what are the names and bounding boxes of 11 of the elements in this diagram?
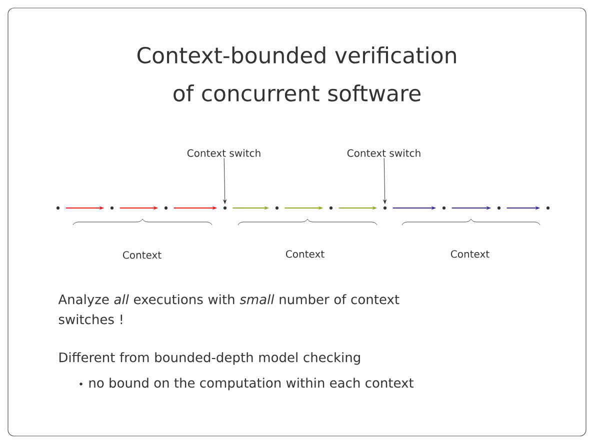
paragraph: Different from bounded-depth model checking bbox=[59, 352, 360, 365]
callout-text: Context switch bbox=[347, 149, 420, 157]
callout-text: Context switch bbox=[187, 149, 260, 157]
bullet-text: no bound on the computation within each context bbox=[89, 378, 414, 390]
brace-label: Context bbox=[450, 250, 490, 258]
leader-arrow bbox=[383, 158, 386, 204]
brace-label: Context bbox=[122, 251, 162, 259]
title: Context-bounded verification of concurrent software bbox=[137, 46, 456, 102]
brace-label: Context bbox=[286, 250, 324, 258]
leader-arrow bbox=[223, 158, 226, 204]
paragraph: Analyze all executions with small number of context switches ! bbox=[58, 294, 400, 324]
